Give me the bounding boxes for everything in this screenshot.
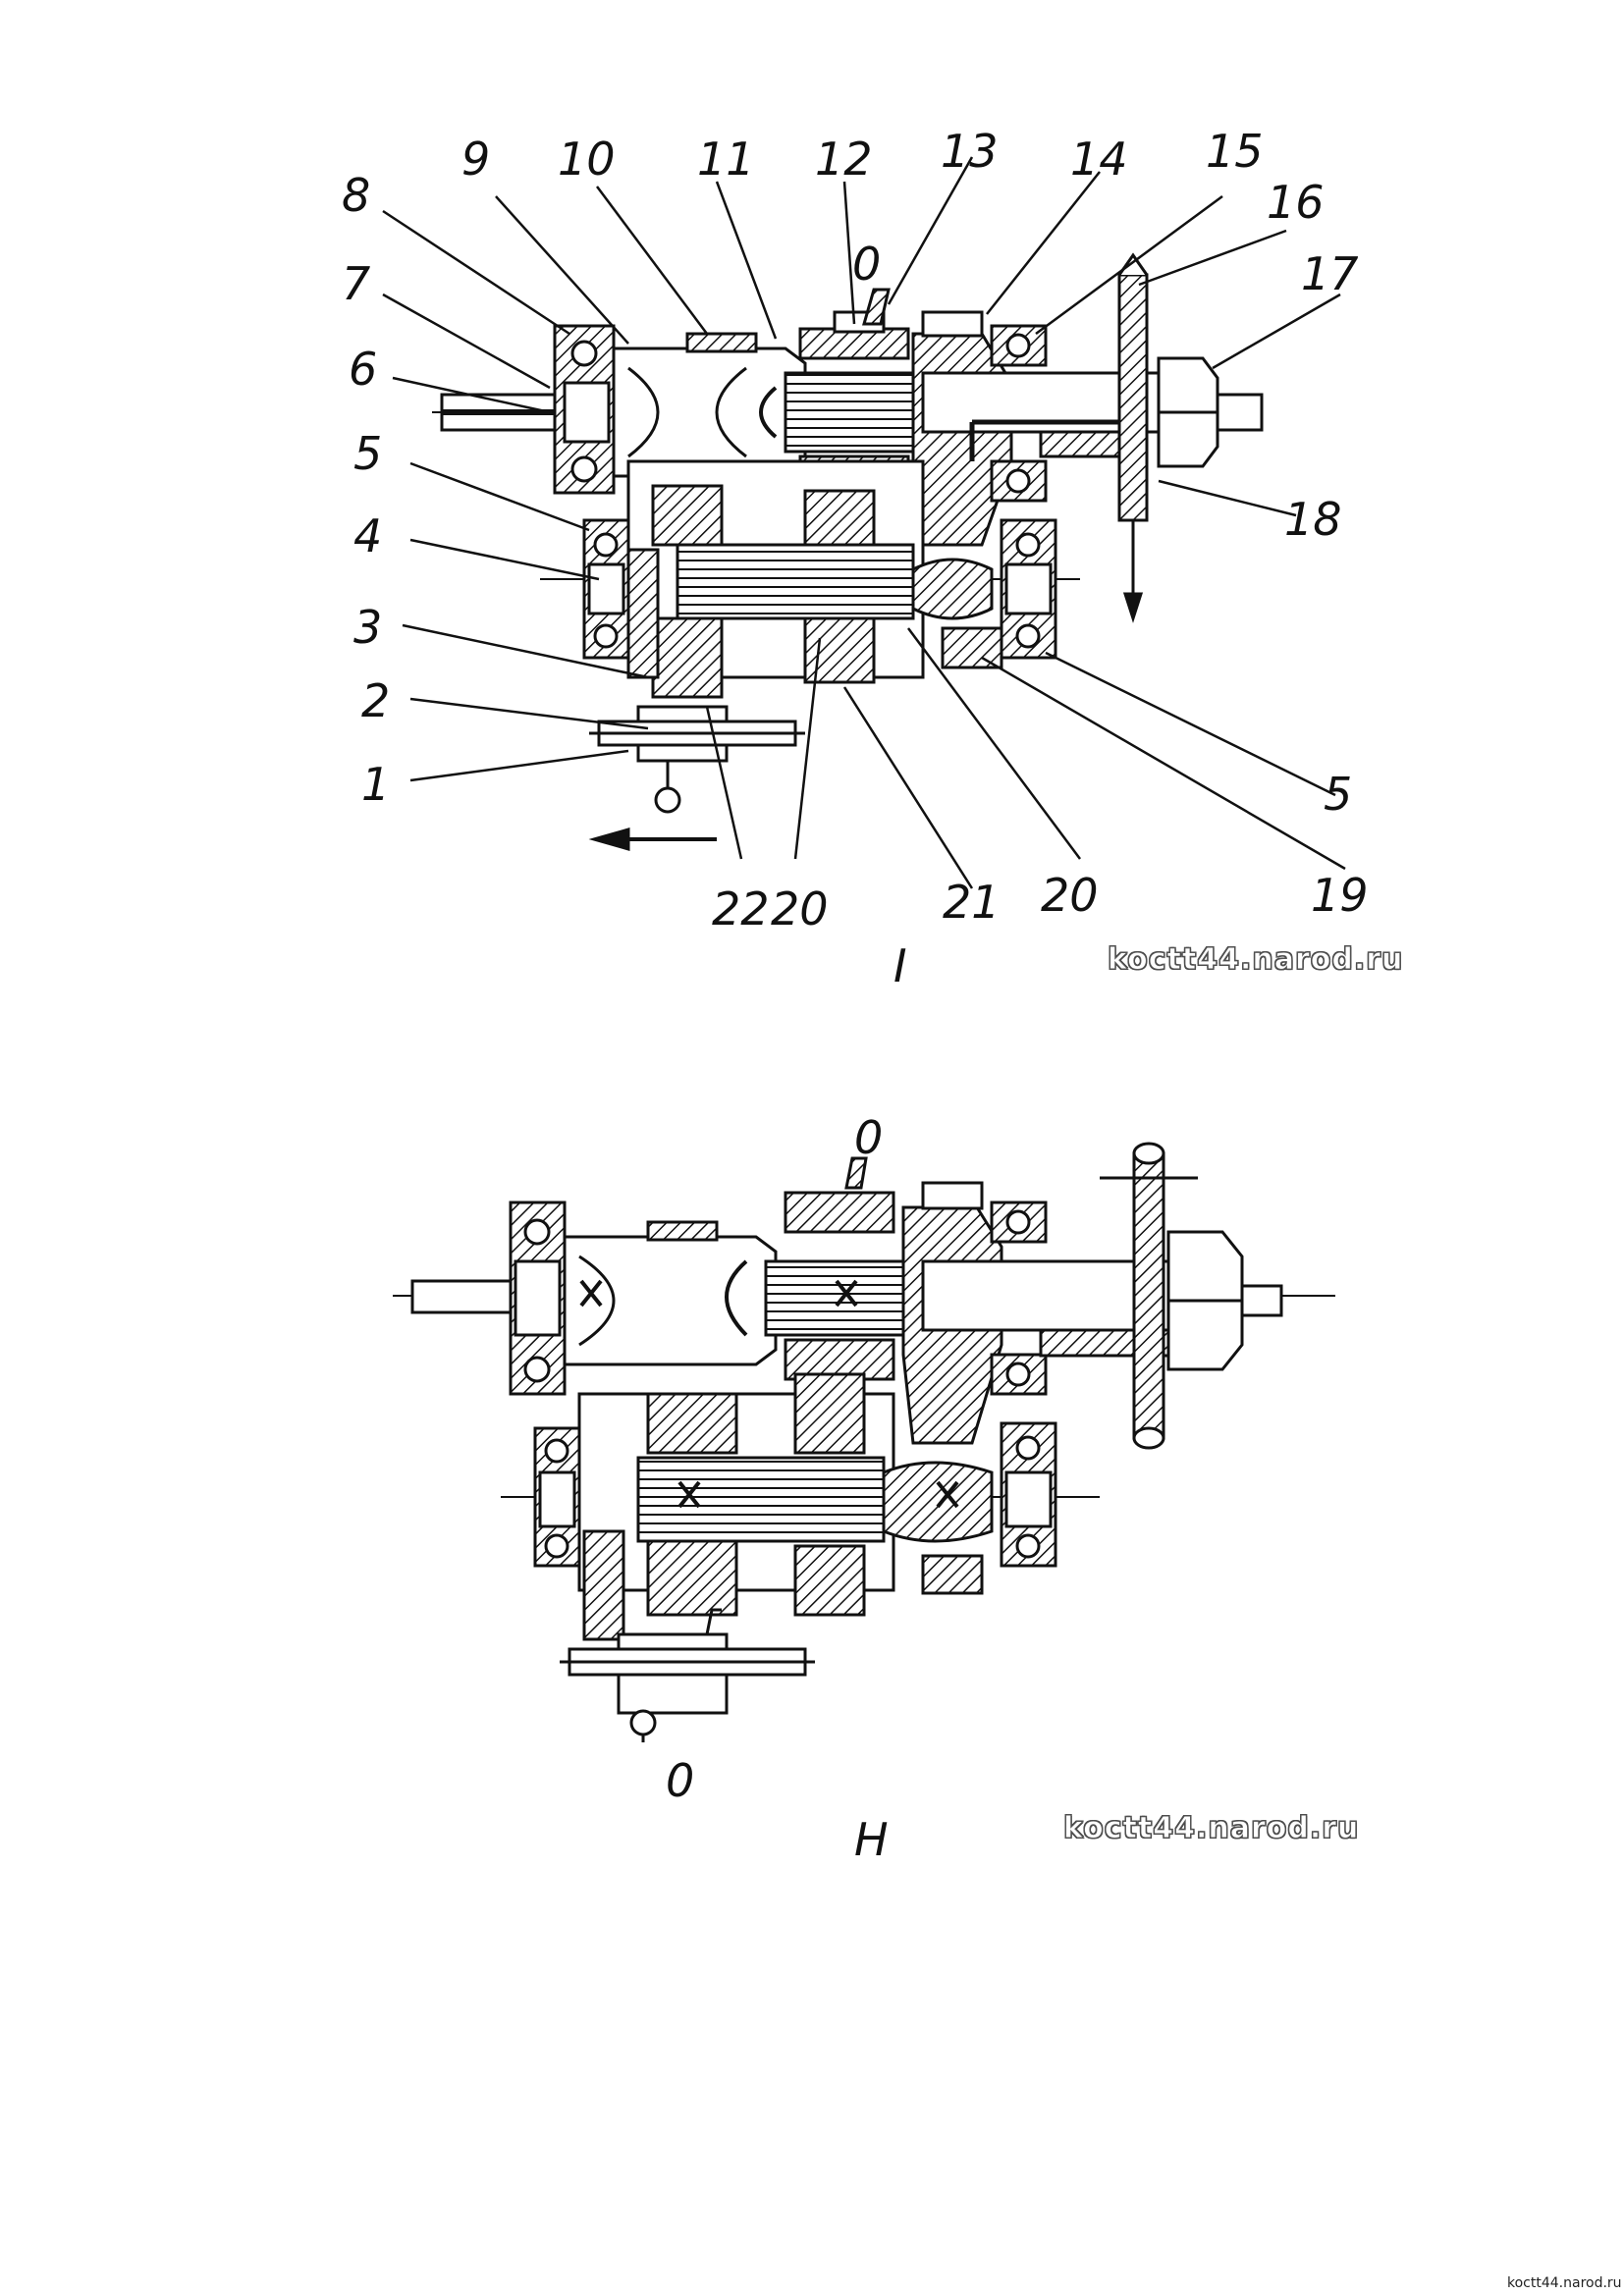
label-15: 15 xyxy=(1206,125,1264,178)
label-14: 14 xyxy=(1070,133,1128,186)
label-20-right: 20 xyxy=(1041,869,1099,922)
caption-fig1: I xyxy=(893,939,907,992)
right-bearing-lower xyxy=(1000,518,1057,660)
left-bearing-lower-2 xyxy=(533,1426,581,1568)
label-12: 12 xyxy=(815,133,873,186)
right-bearing-upper-2 xyxy=(990,1201,1048,1396)
caption-fig2: H xyxy=(854,1813,889,1866)
cross-marks xyxy=(579,1279,959,1509)
label-22: 22 xyxy=(712,882,770,935)
label-8: 8 xyxy=(342,169,370,222)
label-5-right: 5 xyxy=(1324,768,1352,821)
label-5-left: 5 xyxy=(353,427,382,480)
marker-zero-fig1: 0 xyxy=(852,238,881,291)
label-11: 11 xyxy=(697,133,755,186)
sprocket-2 xyxy=(1100,1142,1198,1450)
input-shaft-2 xyxy=(410,1279,513,1314)
marker-zero-bottom-fig2: 0 xyxy=(666,1754,694,1807)
figure-2-labels: 0 0 H xyxy=(666,1111,889,1866)
splined-shaft-lower-2 xyxy=(636,1456,886,1543)
right-bearing-lower-2 xyxy=(1000,1421,1057,1568)
label-9: 9 xyxy=(461,133,490,186)
shift-lever xyxy=(589,705,805,814)
left-bearing-lower xyxy=(582,518,630,660)
coupling-sleeve-2 xyxy=(563,1235,778,1366)
watermark-fig2: koctt44.narod.ru xyxy=(1062,1811,1360,1846)
label-20-left: 20 xyxy=(771,882,829,935)
shift-fork-upper xyxy=(862,288,891,326)
label-21: 21 xyxy=(943,876,1001,929)
label-13: 13 xyxy=(941,125,999,178)
watermark-fig1: koctt44.narod.ru xyxy=(1107,942,1404,978)
figure-2-gearbox-diagram xyxy=(393,1142,1335,1742)
label-16: 16 xyxy=(1267,176,1325,229)
watermark-page: koctt44.narod.ru xyxy=(1507,2275,1622,2291)
splined-shaft-lower xyxy=(676,543,915,620)
label-4: 4 xyxy=(353,509,382,562)
label-10: 10 xyxy=(558,133,616,186)
label-18: 18 xyxy=(1284,493,1342,546)
coupling-sleeve xyxy=(612,347,807,478)
label-17: 17 xyxy=(1301,247,1359,300)
label-3: 3 xyxy=(353,601,382,654)
leader-lines xyxy=(382,156,1346,889)
marker-zero-top-fig2: 0 xyxy=(854,1111,883,1164)
label-2: 2 xyxy=(361,674,390,727)
output-shaft-2 xyxy=(921,1259,1170,1332)
figure-1-gearbox-diagram xyxy=(382,156,1346,889)
label-7: 7 xyxy=(342,257,370,310)
left-bearing-upper xyxy=(553,324,616,495)
direction-arrow xyxy=(588,828,717,851)
label-1: 1 xyxy=(361,758,390,811)
shift-fork-upper-2 xyxy=(844,1156,868,1190)
sprocket xyxy=(1117,252,1149,623)
figure-1-labels: 1 2 3 4 5 5 6 7 8 9 10 11 12 13 14 15 16… xyxy=(342,125,1369,992)
label-6: 6 xyxy=(349,343,377,396)
splined-shaft-upper xyxy=(784,371,925,454)
label-19: 19 xyxy=(1311,869,1369,922)
shift-lever-2 xyxy=(560,1608,815,1742)
left-bearing-upper-2 xyxy=(509,1201,567,1396)
